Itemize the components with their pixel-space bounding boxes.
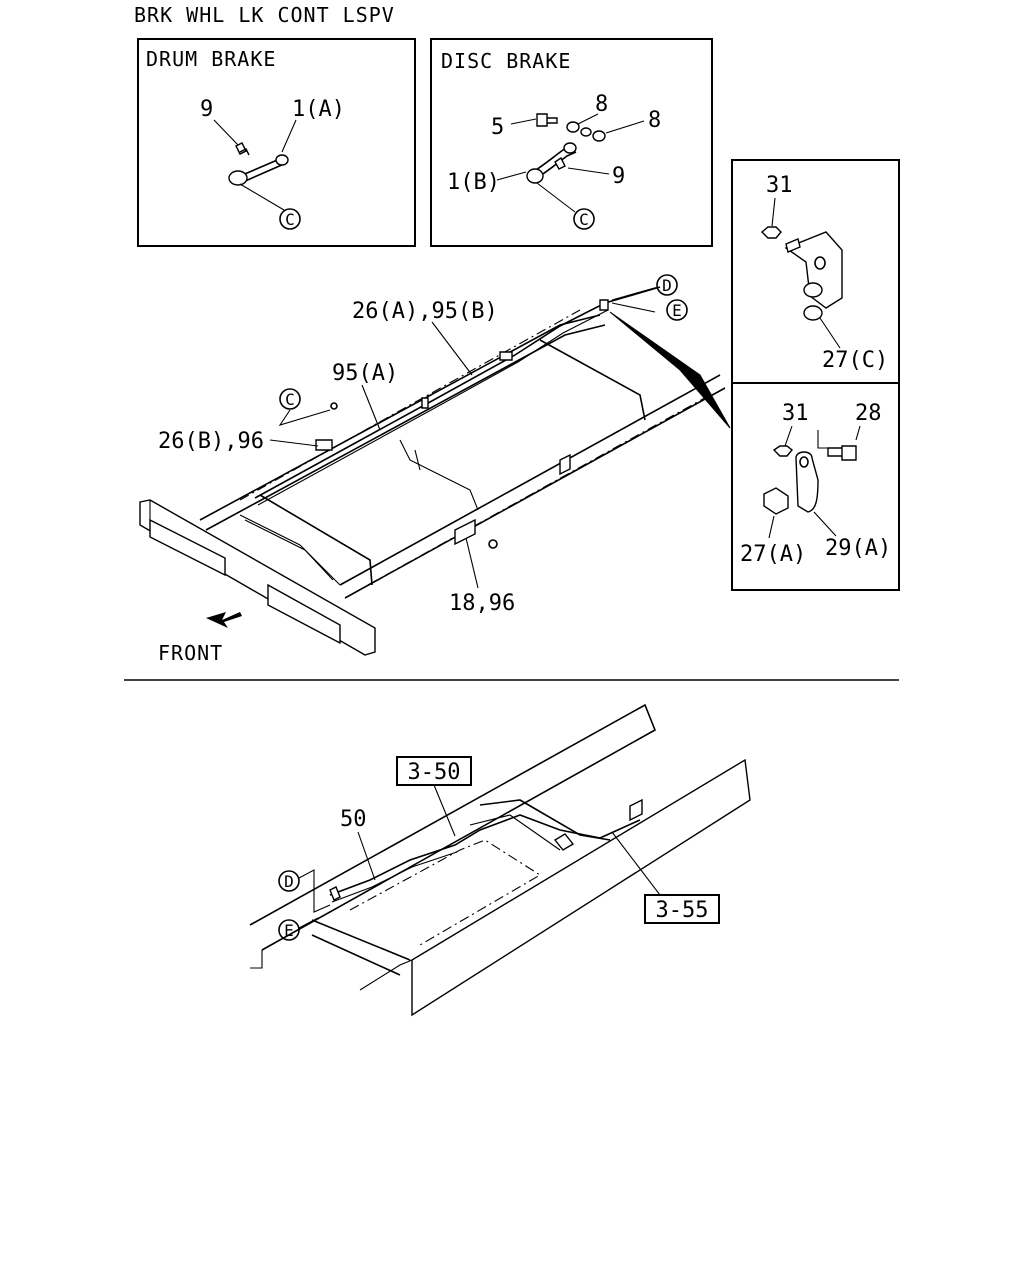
detail-panel-bottom: 31 28 27(A) 29(A) — [731, 382, 900, 591]
detail-callout-wedge — [609, 311, 731, 429]
disc-brake-panel: DISC BRAKE 5 8 8 1(B) 9 C — [430, 38, 713, 247]
disc-part-8a-label: 8 — [595, 92, 608, 117]
detail-top-bracket-part — [784, 231, 843, 309]
detail-bottom-nut-part — [772, 445, 793, 457]
lower-crossmember — [479, 799, 611, 841]
lower-part-50-label: 50 — [340, 807, 367, 832]
detail-top-nut-part — [760, 226, 782, 239]
drum-hose-end — [228, 170, 248, 186]
lower-ref-3-50-label: 3-50 — [408, 760, 461, 785]
lower-frame-view: 3-50 50 D E 3-55 — [249, 703, 751, 1017]
drum-ref-c-label: C — [285, 210, 295, 229]
disc-bolt-part — [536, 113, 558, 127]
lower-left-rail — [249, 703, 657, 951]
detail-panel-top: 31 27(C) — [731, 159, 900, 384]
main-frame-view: D E 26(A),95(B) C 95(A) 26(B),96 18,96 F… — [139, 274, 731, 665]
lower-ref-d-circle — [278, 870, 300, 892]
disc-part-5-label: 5 — [491, 115, 504, 140]
main-part-95a-label: 95(A) — [332, 361, 398, 386]
main-ref-d-label: D — [662, 276, 672, 295]
detail-bottom-spacer-part — [763, 487, 789, 515]
disc-washer-part — [566, 121, 580, 133]
detail-bottom-29a-label: 29(A) — [825, 536, 891, 561]
disc-part-1b-label: 1(B) — [447, 170, 500, 195]
main-clip-26b — [315, 439, 333, 451]
diagram-title: BRK WHL LK CONT LSPV — [134, 3, 395, 27]
front-arrow-icon — [206, 612, 242, 628]
drum-hose-part — [239, 157, 283, 177]
disc-part-8b-label: 8 — [648, 108, 661, 133]
lower-ref-3-55-label: 3-55 — [656, 898, 709, 923]
drum-part-9-label: 9 — [200, 97, 213, 122]
drum-clip-part — [235, 142, 250, 156]
disc-brake-title: DISC BRAKE — [441, 49, 571, 73]
main-part-18-96-label: 18,96 — [449, 591, 515, 616]
drum-leader-9 — [213, 119, 239, 146]
main-part-26b-96-label: 26(B),96 — [158, 429, 264, 454]
disc-part-9-label: 9 — [612, 164, 625, 189]
main-brake-pipe — [254, 286, 661, 499]
lower-connector-part — [553, 833, 575, 851]
detail-top-31-label: 31 — [766, 173, 793, 198]
disc-clip-part — [554, 156, 566, 170]
lower-ref-3-55-box — [644, 894, 720, 924]
disc-brake-frame — [430, 38, 713, 247]
main-left-rail — [199, 314, 601, 521]
drum-ref-c-circle — [279, 208, 301, 230]
drum-brake-frame — [137, 38, 416, 247]
drum-part-1a-label: 1(A) — [292, 97, 345, 122]
disc-ref-c-label: C — [579, 210, 589, 229]
drum-leader-1a — [281, 119, 297, 153]
main-ref-c-circle — [279, 388, 301, 410]
main-part-26a-95b-label: 26(A),95(B) — [352, 299, 498, 324]
lower-ref-e-label: E — [284, 921, 294, 940]
lower-right-rail — [411, 758, 751, 1017]
detail-bottom-bolt-part — [827, 445, 857, 461]
main-ref-d-circle — [656, 274, 678, 296]
detail-bottom-27a-label: 27(A) — [740, 542, 806, 567]
main-right-rail — [339, 374, 721, 586]
drum-leader-c — [239, 183, 285, 211]
lower-ref-d-label: D — [284, 872, 294, 891]
drum-brake-panel: DRUM BRAKE 9 1(A) C — [137, 38, 416, 247]
drum-hose-fitting — [275, 154, 289, 166]
main-ref-c-label: C — [285, 390, 295, 409]
lower-brake-pipe — [329, 814, 641, 896]
main-bracket-18 — [454, 518, 476, 546]
detail-top-27c-label: 27(C) — [822, 348, 888, 373]
detail-bottom-31-label: 31 — [782, 401, 809, 426]
detail-top-grommet-part — [803, 282, 823, 298]
main-ref-e-circle — [666, 299, 688, 321]
lower-ref-e-circle — [278, 919, 300, 941]
detail-bottom-28-label: 28 — [855, 401, 882, 426]
disc-ref-c-circle — [573, 208, 595, 230]
drum-brake-title: DRUM BRAKE — [146, 47, 276, 71]
detail-bottom-clamp-part — [795, 451, 819, 513]
main-ref-e-label: E — [672, 301, 682, 320]
front-label: FRONT — [158, 641, 223, 665]
detail-bottom-frame — [731, 382, 900, 591]
